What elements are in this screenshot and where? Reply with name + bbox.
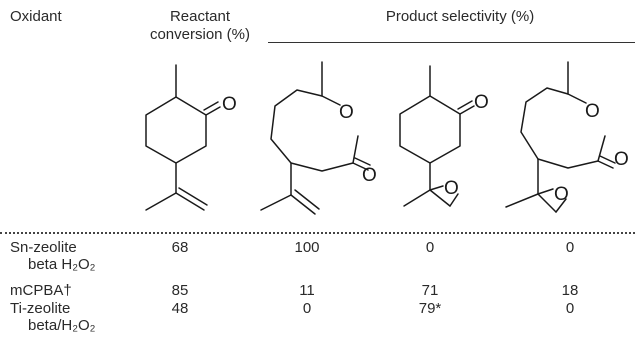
product2-carbonyl-bond-2 xyxy=(457,100,473,110)
oxidant-label: Ti-zeolite beta/H₂O₂ xyxy=(10,300,96,334)
product2-epoxide-methyl xyxy=(403,189,431,207)
conversion-header-line2: conversion (%) xyxy=(149,26,251,43)
product2-value: 79* xyxy=(418,300,442,317)
conversion-value: 68 xyxy=(171,239,189,256)
product2-oxygen: O xyxy=(474,92,489,113)
product3-epoxide-oxygen: O xyxy=(554,184,569,205)
product1-ring-oxygen: O xyxy=(339,102,354,123)
oxidant-line2: beta H₂O₂ xyxy=(28,256,96,273)
product2-epoxide-ch2 xyxy=(429,189,451,207)
reactant-carbonyl-bond-2 xyxy=(203,101,219,111)
product1-vinyl-bond-2 xyxy=(294,189,320,210)
product2-ring xyxy=(399,95,461,164)
product3-epoxide-o-bond xyxy=(537,188,554,195)
reactant-carbonyl-bond xyxy=(205,106,221,116)
product2-structure: O O xyxy=(399,65,489,207)
product1-ring xyxy=(270,89,359,172)
oxidant-label: mCPBA† xyxy=(10,282,72,299)
conversion-value: 48 xyxy=(171,300,189,317)
product3-structure: O O O xyxy=(505,61,629,213)
reactant-oxygen: O xyxy=(222,94,237,115)
reactant-ring xyxy=(145,96,207,164)
product3-ring-oxygen: O xyxy=(585,101,600,122)
product3-value: 0 xyxy=(565,300,575,317)
product1-value: 100 xyxy=(294,239,320,256)
conversion-header-line1: Reactant xyxy=(169,8,231,25)
product1-carbonyl-bond-2 xyxy=(354,157,371,166)
product3-carbonyl-bond-2 xyxy=(599,155,616,164)
oxidant-line2: beta/H₂O₂ xyxy=(28,317,96,334)
oxidant-column-header: Oxidant xyxy=(10,8,62,25)
product2-carbonyl-bond xyxy=(459,105,475,115)
product3-carbonyl-oxygen: O xyxy=(614,149,629,170)
product2-epoxide-oxygen: O xyxy=(444,178,459,199)
product2-value: 0 xyxy=(425,239,435,256)
conversion-value: 85 xyxy=(171,282,189,299)
reactant-structure: O xyxy=(145,64,237,211)
oxidant-line1: mCPBA† xyxy=(10,282,72,299)
product2-epoxide-o-bond xyxy=(429,185,444,191)
selectivity-column-header: Product selectivity (%) xyxy=(385,8,535,25)
product1-value: 0 xyxy=(302,300,312,317)
product1-isopropenyl-methyl xyxy=(260,194,292,211)
product3-ring xyxy=(520,87,606,169)
product3-value: 18 xyxy=(561,282,579,299)
product1-value: 11 xyxy=(299,282,315,299)
reactant-vinyl-bond-2 xyxy=(178,187,208,206)
product2-epoxide-o-bond-2 xyxy=(449,193,459,207)
product3-epoxide-methyl xyxy=(505,193,539,208)
oxidant-line1: Sn-zeolite xyxy=(10,239,77,256)
reactant-vinyl-bond xyxy=(175,192,205,211)
oxidant-label: Sn-zeolite beta H₂O₂ xyxy=(10,239,96,273)
product3-epoxide-o-bond-2 xyxy=(555,198,567,213)
product1-vinyl-bond xyxy=(290,194,316,215)
product1-carbonyl-bond xyxy=(352,162,369,171)
product3-value: 0 xyxy=(565,239,575,256)
product2-value: 71 xyxy=(421,282,439,299)
product3-epoxide-ch2 xyxy=(537,193,557,213)
selectivity-header-rule xyxy=(268,42,635,43)
product1-carbonyl-oxygen: O xyxy=(362,165,377,186)
table-dotted-rule xyxy=(0,232,635,234)
reactant-isopropenyl-methyl xyxy=(145,192,177,211)
oxidant-line1: Ti-zeolite xyxy=(10,300,71,317)
product3-carbonyl-bond xyxy=(597,160,614,169)
conversion-column-header: Reactant conversion (%) xyxy=(130,8,270,44)
product1-structure: O O xyxy=(260,61,377,215)
